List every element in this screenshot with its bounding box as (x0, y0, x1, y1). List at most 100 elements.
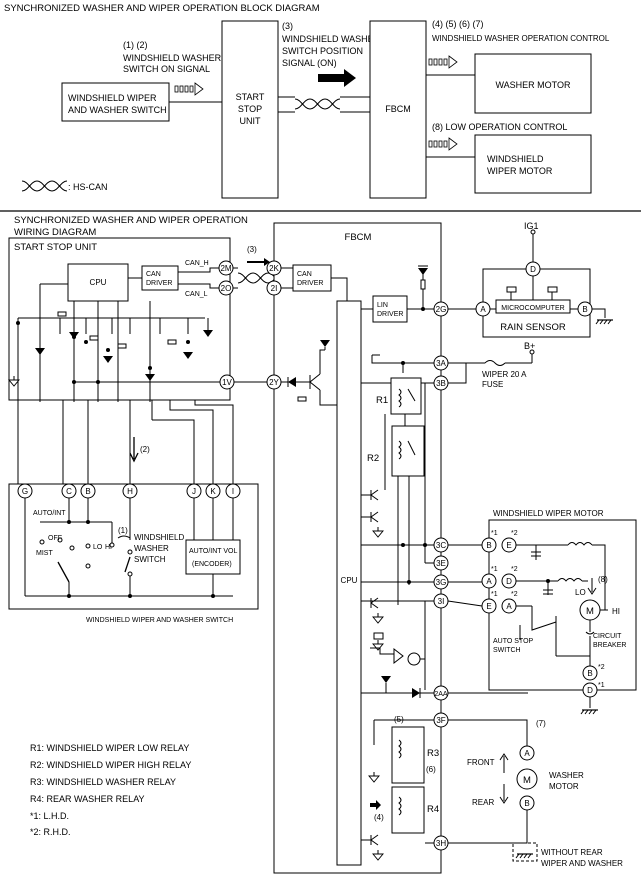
sig12-label: SWITCH ON SIGNAL (123, 64, 210, 74)
terminal-label: 2Y (269, 378, 279, 387)
ssu-can-driver (141, 265, 179, 291)
switch-caption: WINDSHIELD WIPER AND WASHER SWITCH (86, 617, 233, 624)
sig3-label: SWITCH POSITION (282, 46, 363, 56)
fbcm-label: FBCM (385, 104, 411, 114)
relay-label: R4 (427, 804, 439, 815)
lo-switch-label: LO (93, 544, 103, 551)
fbcm-cpu-label: CPU (341, 576, 358, 585)
terminal-label: 3H (436, 839, 446, 848)
lin-driver (372, 295, 408, 323)
front-label: FRONT (467, 758, 495, 767)
diode-icon (418, 268, 428, 275)
terminal-wm-B (519, 795, 535, 811)
optional-ground-box (512, 842, 538, 862)
ssu-cpu-label: CPU (90, 278, 107, 287)
terminal-label: B (85, 487, 90, 496)
mist-label: MIST (36, 550, 53, 557)
sig12-label: WINDSHIELD WASHER (123, 53, 222, 63)
switch-block (61, 82, 170, 122)
terminal-label: D (530, 265, 536, 274)
sig5-label: (5) (394, 715, 404, 724)
block-diagram: SYNCHRONIZED WASHER AND WIPER OPERATION … (4, 3, 610, 199)
block-title: SYNCHRONIZED WASHER AND WIPER OPERATION … (4, 3, 320, 14)
terminal-label: I (232, 487, 234, 496)
terminal-label: 3A (436, 359, 446, 368)
terminal-label: J (192, 487, 196, 496)
motor-glyph: M (586, 606, 594, 617)
diode-icon (145, 374, 155, 381)
auto-stop-switch-icon (531, 606, 557, 631)
sig3-label: WINDSHIELD WASHER (282, 34, 381, 44)
terminal-label: 3I (438, 597, 445, 606)
terminal-label: E (506, 541, 511, 550)
encoder (185, 539, 241, 575)
legend-label: : HS-CAN (68, 182, 108, 192)
lin-driver-label: DRIVER (377, 311, 403, 318)
ssu-title: START STOP UNIT (14, 242, 97, 253)
terminal-label: E (486, 602, 491, 611)
ssu-label: STOP (238, 104, 262, 114)
lin-driver-label: LIN (377, 302, 388, 309)
sig8-label: (8) (598, 575, 608, 584)
relay-R4 (391, 786, 425, 834)
fbcm-title: FBCM (345, 232, 372, 243)
relay-coil-icon (398, 796, 402, 816)
sig1-label: (1) (118, 526, 128, 535)
sig4-label: (4) (374, 813, 384, 822)
ground-icon (515, 853, 534, 859)
relay-label: R2 (367, 453, 379, 464)
bplus-label: B+ (524, 341, 535, 351)
can-driver-label: DRIVER (146, 280, 172, 287)
terminal-label: K (210, 487, 216, 496)
switch-block-label: WINDSHIELD WIPER (68, 93, 157, 103)
fuse-label: WIPER 20 A (482, 370, 527, 379)
rear-label: REAR (472, 798, 494, 807)
wiper-switch-lever-icon (57, 561, 70, 583)
can-l-label: CAN_L (185, 291, 208, 298)
sig3-label: SIGNAL (ON) (282, 58, 337, 68)
wiring-title: SYNCHRONIZED WASHER AND WIPER OPERATION (14, 215, 248, 226)
without-rear-label: WIPER AND WASHER (541, 859, 623, 868)
sig6-label: (6) (426, 765, 436, 774)
terminal-label: 3G (436, 578, 447, 587)
hs-can-legend-icon (21, 180, 68, 192)
note-rhd: *2: R.H.D. (30, 827, 71, 837)
sig3-label: (3) (282, 21, 293, 31)
breaker-label: CIRCUIT (593, 633, 622, 640)
ground-icon (580, 709, 599, 715)
star2-label: *2 (511, 566, 518, 573)
diode-icon (203, 330, 213, 337)
arrow-down-icon (129, 437, 139, 463)
terminal-label: G (22, 487, 28, 496)
signal-arrow-icon (174, 82, 204, 96)
terminal-label: B (524, 799, 529, 808)
star1-label: *1 (491, 591, 498, 598)
washer-switch-label: SWITCH (134, 555, 166, 564)
terminal-label: 2O (221, 284, 232, 293)
washer-motor-label: MOTOR (549, 782, 579, 791)
relay-label: R3 (427, 748, 439, 759)
signal-arrow-icon (428, 137, 458, 151)
fbcm-can-driver (292, 264, 332, 292)
transistor-icon (309, 373, 321, 391)
arrow-icon (370, 800, 381, 810)
relay-R3 (391, 726, 425, 784)
wiper-motor-title: WINDSHIELD WIPER MOTOR (493, 509, 604, 518)
bold-arrow-icon (318, 69, 356, 87)
washer-motor-label: WASHER MOTOR (495, 80, 571, 90)
off-label: OFF (48, 535, 62, 542)
terminal-wm-A (519, 745, 535, 761)
ssu-label: START (236, 92, 265, 102)
transistor-icon (407, 652, 421, 666)
star2-label: *2 (511, 530, 518, 537)
encoder-label: AUTO/INT VOL (189, 548, 237, 555)
washer-motor-icon (516, 768, 538, 790)
wiper-motor-label: WINDSHIELD (487, 154, 544, 164)
motor-glyph: M (523, 775, 531, 786)
terminal-label: 1V (222, 378, 232, 387)
rain-sensor-label: RAIN SENSOR (500, 322, 566, 333)
ig1-label: IG1 (524, 221, 539, 231)
ssu-block (221, 20, 279, 199)
terminal-wp-A (481, 573, 497, 589)
without-rear-label: WITHOUT REAR (541, 848, 603, 857)
